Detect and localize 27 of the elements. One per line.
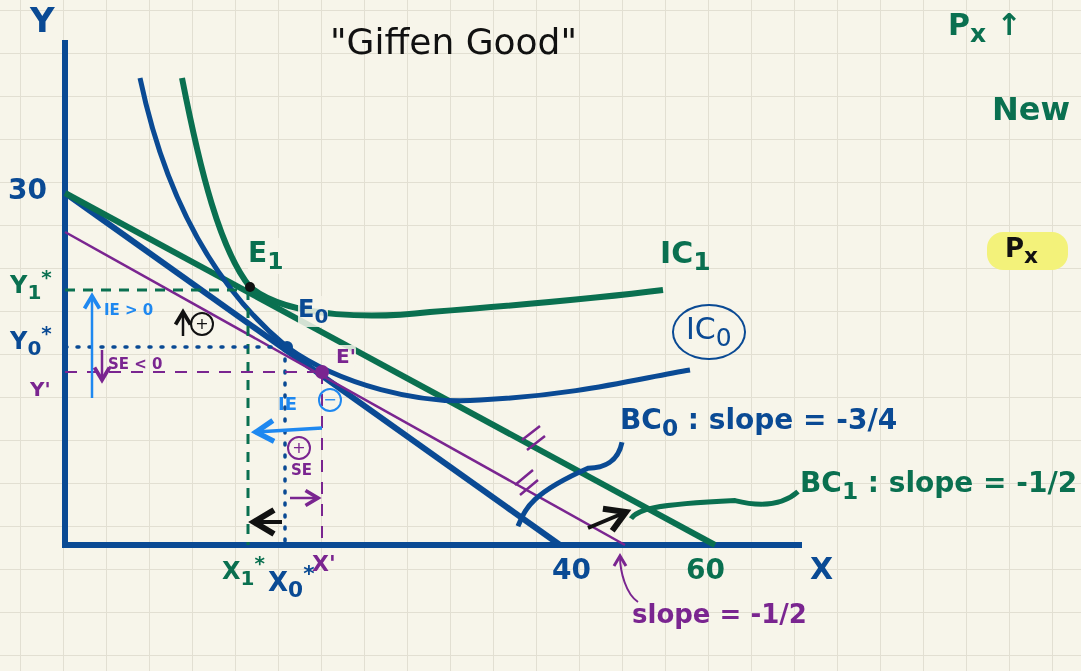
slope-label: BC$_{1}$ : slope = -1/2	[800, 468, 1078, 505]
slope-label: slope = -1/2	[632, 600, 807, 629]
slope-label: BC$_{0}$ : slope = -3/4	[620, 405, 898, 442]
tick-label: 40	[552, 555, 591, 586]
tick-label: 30	[8, 175, 47, 206]
note-text: P$_{x}$ ↑	[948, 8, 1022, 48]
axis-label: Y	[30, 2, 55, 40]
sign-symbol: −	[318, 388, 342, 412]
sign-symbol: +	[287, 436, 311, 460]
tick-label: 60	[686, 555, 725, 586]
highlighted-note: P$_{x}$	[987, 232, 1069, 270]
note-text: New	[992, 92, 1071, 128]
title: "Giffen Good"	[330, 22, 578, 62]
sign-symbol: +	[190, 312, 214, 336]
axis-label: X	[810, 552, 834, 585]
point-label: E$_{0}$	[298, 296, 329, 327]
tick-label: Y'	[30, 378, 51, 400]
leader-line	[629, 489, 800, 521]
leader-line	[612, 554, 639, 603]
effect-label: SE	[291, 462, 313, 479]
effect-label: IE	[278, 394, 297, 414]
effect-label: IE > 0	[104, 302, 154, 319]
curve-label: IC$_{0}$	[672, 304, 746, 360]
effect-label: SE < 0	[108, 356, 163, 373]
curve-label: IC$_{1}$	[660, 236, 711, 276]
leader-line	[515, 441, 625, 528]
point-label: E$_{1}$	[248, 238, 284, 275]
